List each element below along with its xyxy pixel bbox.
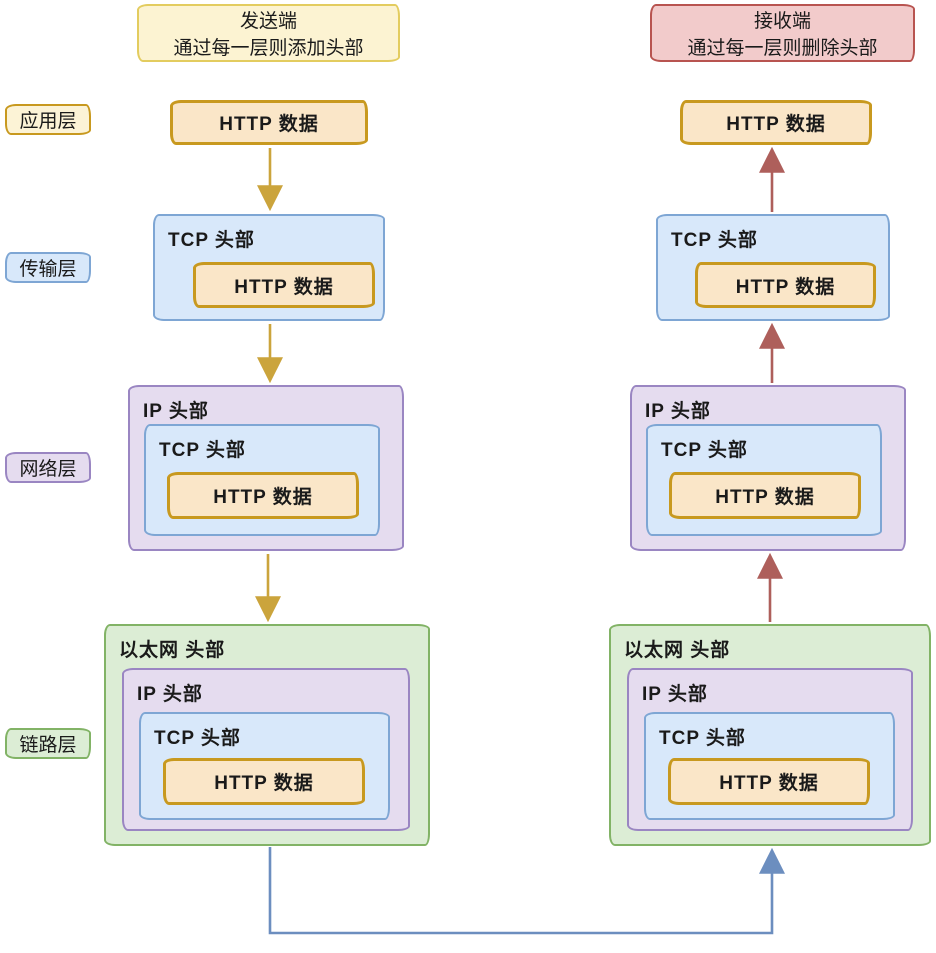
ip-header-label: IP 头部 (642, 684, 708, 705)
http-data-label: HTTP 数据 (715, 487, 815, 508)
sender-link-http-box: HTTP 数据 (163, 758, 365, 805)
physical-transmission-connector (268, 847, 785, 935)
ip-header-label: IP 头部 (143, 401, 209, 422)
sender-header-title: 发送端 (239, 11, 297, 32)
sender-transport-http-box: HTTP 数据 (193, 262, 375, 308)
ethernet-header-label: 以太网 头部 (624, 640, 731, 661)
http-data-label: HTTP 数据 (719, 773, 819, 794)
receiver-network-http-box: HTTP 数据 (669, 472, 861, 519)
http-data-label: HTTP 数据 (234, 276, 334, 298)
sender-network-http-box: HTTP 数据 (167, 472, 359, 519)
receiver-header-title: 接收端 (753, 11, 811, 32)
http-data-label: HTTP 数据 (726, 114, 826, 135)
layer-label-transport-text: 传输层 (19, 259, 77, 280)
tcp-header-label: TCP 头部 (154, 728, 241, 749)
sender-header-subtitle: 通过每一层则添加头部 (173, 38, 364, 59)
layer-label-link: 链路层 (5, 728, 91, 759)
receiver-header-subtitle: 通过每一层则删除头部 (687, 38, 878, 59)
sender-app-http-box: HTTP 数据 (170, 100, 368, 145)
ethernet-header-label: 以太网 头部 (119, 640, 226, 661)
http-data-label: HTTP 数据 (214, 773, 314, 794)
receiver-header: 接收端 通过每一层则删除头部 (650, 4, 915, 62)
receiver-link-http-box: HTTP 数据 (668, 758, 870, 805)
tcp-header-label: TCP 头部 (168, 230, 255, 251)
layer-label-network: 网络层 (5, 452, 91, 483)
layer-label-link-text: 链路层 (19, 735, 77, 756)
sender-header: 发送端 通过每一层则添加头部 (137, 4, 400, 62)
layer-label-transport: 传输层 (5, 252, 91, 283)
tcp-header-label: TCP 头部 (661, 440, 748, 461)
tcp-header-label: TCP 头部 (671, 230, 758, 251)
http-data-label: HTTP 数据 (735, 276, 836, 298)
layer-label-application: 应用层 (5, 104, 91, 135)
layer-label-application-text: 应用层 (19, 111, 77, 132)
http-data-label: HTTP 数据 (219, 114, 319, 135)
ip-header-label: IP 头部 (645, 401, 711, 422)
receiver-app-http-box: HTTP 数据 (680, 100, 872, 145)
layer-label-network-text: 网络层 (19, 459, 77, 480)
ip-header-label: IP 头部 (137, 684, 203, 705)
receiver-transport-http-box: HTTP 数据 (695, 262, 876, 308)
tcp-header-label: TCP 头部 (159, 440, 246, 461)
http-data-label: HTTP 数据 (213, 487, 313, 508)
tcp-header-label: TCP 头部 (659, 728, 746, 749)
